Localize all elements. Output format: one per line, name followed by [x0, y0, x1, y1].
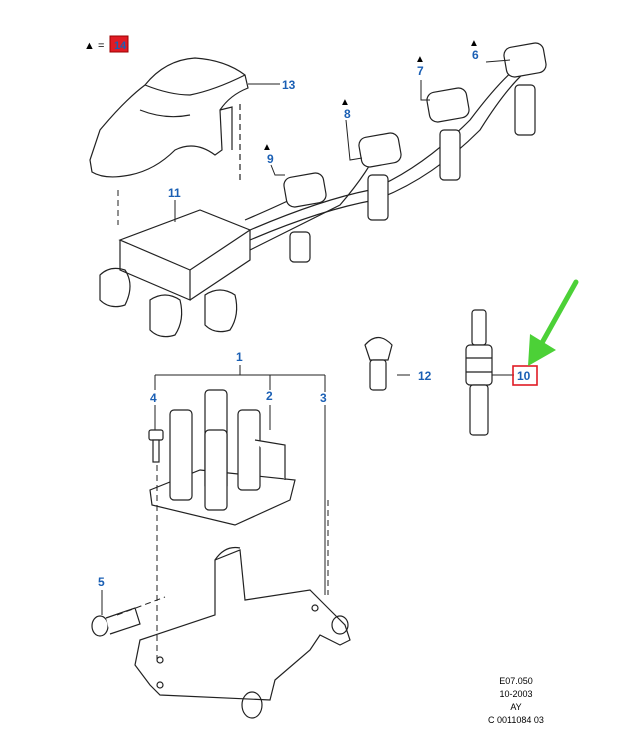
callout-6: 6 — [472, 48, 479, 62]
callout-7: 7 — [417, 64, 424, 78]
screw-5 — [91, 607, 141, 637]
footer-ay: AY — [510, 702, 522, 712]
screw-4 — [148, 429, 164, 463]
callout-9: 9 — [267, 152, 274, 166]
callout-5: 5 — [98, 575, 105, 589]
callout-10: 10 — [517, 369, 531, 383]
legend-equals: = — [98, 40, 104, 52]
callout-2: 2 — [266, 389, 273, 403]
legend-value: 14 — [114, 40, 127, 52]
alignment-lines — [116, 190, 329, 660]
legend-highlight-box — [109, 35, 129, 53]
leader-lines — [101, 59, 514, 615]
callout-labels: 1 2 3 4 5 6 7 8 9 10 11 12 13 — [98, 48, 531, 589]
footer-date: 10-2003 — [499, 689, 533, 699]
callout-11: 11 — [168, 186, 181, 200]
callout-1: 1 — [236, 350, 243, 364]
callout-8: 8 — [344, 107, 351, 121]
triangle-icon: ▲ — [84, 40, 95, 52]
callout-12: 12 — [418, 369, 432, 383]
footer-code: E07.050 — [499, 676, 533, 686]
plug-lead-boots — [283, 42, 547, 263]
callout-4: 4 — [150, 391, 157, 405]
footer-ref: C 0011084 03 — [488, 715, 544, 725]
legend: ▲ = 14 — [84, 35, 129, 53]
triangle-icon: ▲ — [415, 54, 425, 65]
green-arrow-icon — [528, 279, 579, 366]
connector-clip — [364, 336, 393, 391]
spark-plug — [465, 309, 493, 436]
highlight-box — [512, 365, 538, 386]
ignition-coil — [149, 389, 296, 526]
triangle-icon: ▲ — [340, 97, 350, 108]
triangle-icon: ▲ — [262, 142, 272, 153]
callout-13: 13 — [282, 78, 296, 92]
triangle-icon: ▲ — [469, 38, 479, 49]
triangle-markers: ▲ ▲ ▲ ▲ — [262, 38, 479, 153]
mounting-bracket — [134, 546, 351, 719]
callout-3: 3 — [320, 391, 327, 405]
heat-shield — [89, 57, 249, 180]
